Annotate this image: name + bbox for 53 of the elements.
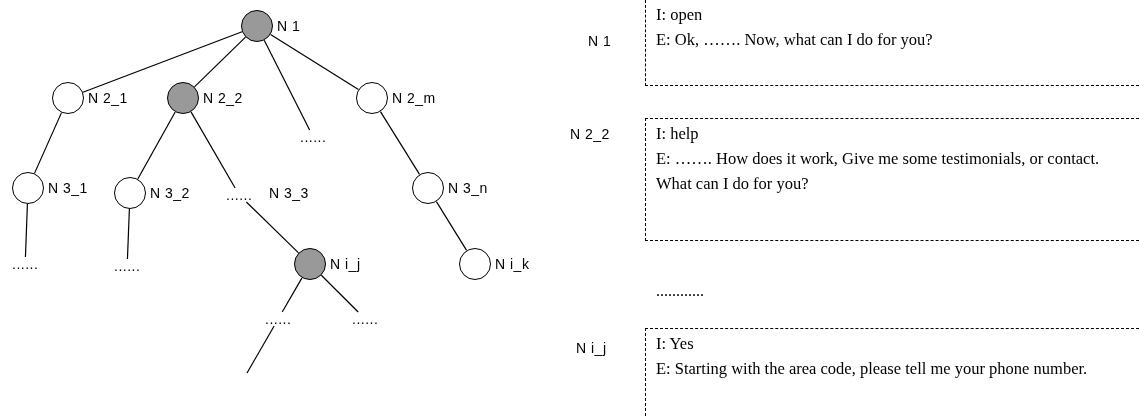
node-label: N i_j — [576, 340, 607, 356]
ellipsis-text: ............ — [656, 282, 704, 300]
tree-branch-line — [126, 208, 130, 260]
tree-node-circle — [241, 10, 273, 42]
tree-branch-line — [33, 112, 63, 174]
dialogue-line: I: Yes — [656, 333, 695, 355]
node-label: N 2_2 — [570, 126, 610, 142]
tree-branch-line — [82, 31, 243, 93]
dialogue-box — [645, 328, 1139, 416]
node-label: N 2_1 — [88, 90, 128, 106]
tree-branch-line — [24, 203, 28, 258]
node-label: N 3_3 — [269, 185, 309, 201]
tree-node-circle — [52, 82, 84, 114]
node-label: N i_j — [330, 256, 361, 272]
tree-node-circle — [459, 248, 491, 280]
tree-branch-line — [137, 111, 176, 180]
dialogue-line: E: ……. How does it work, Give me some testimonials, or contact. What can I do for you? — [656, 148, 1101, 195]
tree-branch-line — [320, 274, 359, 313]
dialogue-line: I: open — [656, 4, 704, 26]
node-label: N 3_1 — [48, 180, 88, 196]
dialogue-box — [645, 118, 1139, 241]
tree-branch-line — [193, 36, 247, 88]
tree-branch-line — [263, 39, 311, 131]
node-label: N 1 — [277, 18, 301, 34]
ellipsis-text: ...... — [226, 188, 253, 202]
tree-branch-line — [269, 33, 360, 91]
dialogue-box — [645, 0, 1139, 86]
dialogue-line: I: help — [656, 123, 700, 145]
tree-branch-line — [379, 111, 421, 175]
ellipsis-text: ...... — [114, 259, 141, 273]
tree-node-circle — [12, 172, 44, 204]
node-label: N 2_2 — [203, 90, 243, 106]
tree-node-circle — [356, 82, 388, 114]
tree-node-circle — [167, 82, 199, 114]
node-label: N 1 — [588, 33, 612, 49]
ellipsis-text: ...... — [300, 130, 327, 144]
tree-branch-line — [281, 277, 303, 313]
tree-branch-line — [435, 201, 468, 251]
tree-node-circle — [412, 172, 444, 204]
node-label: N 3_n — [448, 180, 488, 196]
tree-branch-line — [245, 201, 300, 254]
tree-branch-line — [246, 325, 275, 374]
tree-node-circle — [114, 177, 146, 209]
ellipsis-text: ...... — [265, 312, 292, 326]
ellipsis-text: ...... — [352, 312, 379, 326]
dialogue-line: E: Ok, ……. Now, what can I do for you? — [656, 29, 934, 51]
tree-branch-line — [190, 111, 236, 189]
node-label: N 2_m — [392, 90, 436, 106]
ellipsis-text: ...... — [12, 257, 39, 271]
dialogue-line: E: Starting with the area code, please tell me your phone number. — [656, 358, 1089, 380]
node-label: N 3_2 — [150, 185, 190, 201]
node-label: N i_k — [495, 256, 530, 272]
tree-node-circle — [294, 248, 326, 280]
